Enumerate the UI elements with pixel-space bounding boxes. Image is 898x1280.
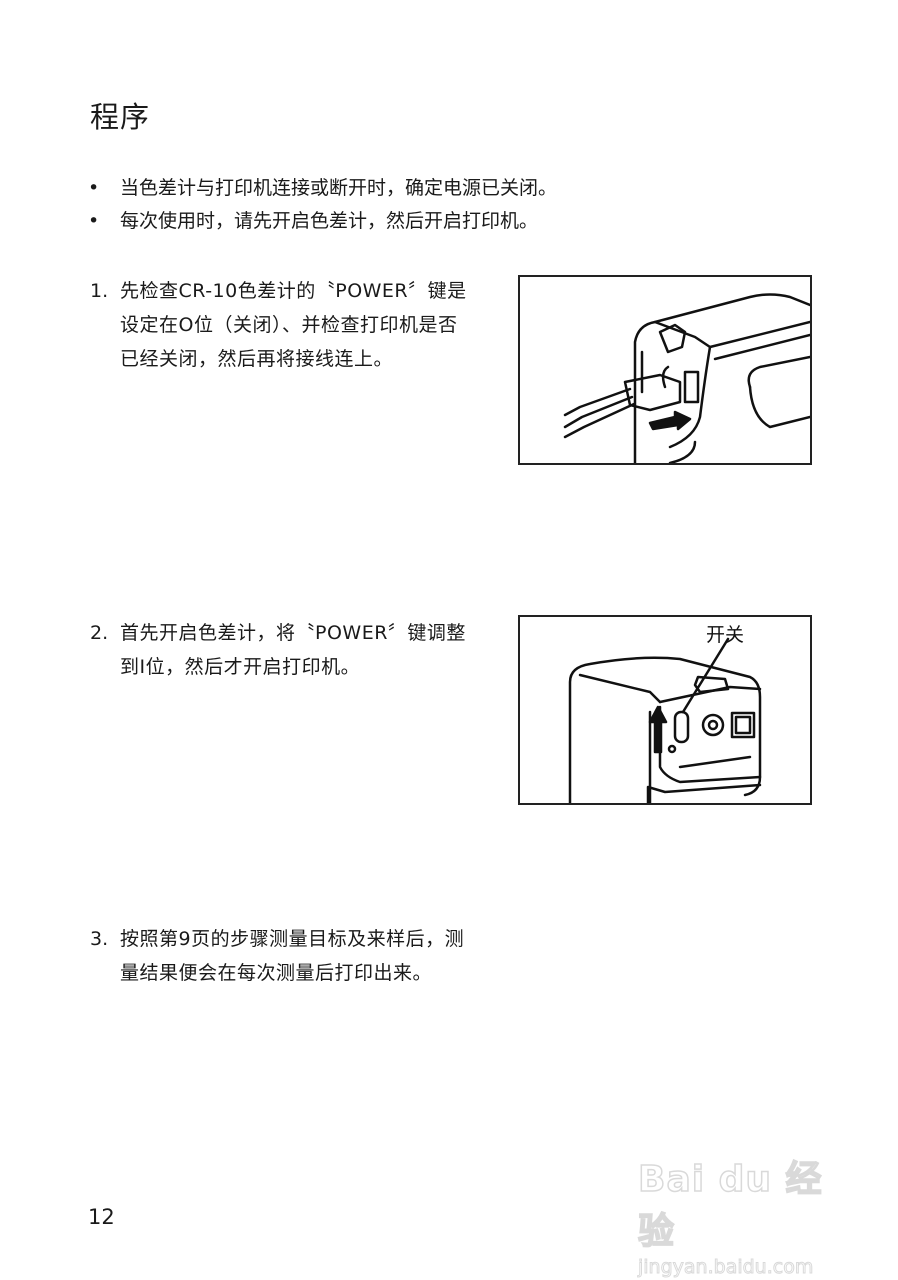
bullet-icon: •	[88, 210, 100, 232]
step-text: 先检查CR-10色差计的〝POWER〞键是设定在O位（关闭）、并检查打印机是否已…	[120, 280, 467, 370]
step-2: 2. 首先开启色差计，将〝POWER〞键调整到I位，然后才开启打印机。	[90, 616, 475, 684]
step-3: 3. 按照第9页的步骤测量目标及来样后，测量结果便会在每次测量后打印出来。	[90, 922, 475, 990]
notice-text: 每次使用时，请先开启色差计，然后开启打印机。	[120, 210, 539, 232]
switch-label: 开关	[706, 624, 744, 646]
step-number: 3.	[90, 928, 109, 950]
step-number: 2.	[90, 622, 109, 644]
notice-item: • 当色差计与打印机连接或断开时，确定电源已关闭。	[88, 172, 557, 205]
notice-text: 当色差计与打印机连接或断开时，确定电源已关闭。	[120, 177, 558, 199]
power-switch-illustration: 开关	[518, 615, 812, 805]
watermark-brand: Bai du 经验	[637, 1158, 823, 1253]
notice-item: • 每次使用时，请先开启色差计，然后开启打印机。	[88, 205, 557, 238]
page-title: 程序	[90, 100, 151, 134]
step-text: 按照第9页的步骤测量目标及来样后，测量结果便会在每次测量后打印出来。	[120, 928, 465, 984]
page-number: 12	[88, 1205, 115, 1229]
notice-list: • 当色差计与打印机连接或断开时，确定电源已关闭。 • 每次使用时，请先开启色差…	[88, 172, 557, 238]
baidu-watermark: Bai du 经验 jingyan.baidu.com	[637, 1150, 848, 1278]
step-1: 1. 先检查CR-10色差计的〝POWER〞键是设定在O位（关闭）、并检查打印机…	[90, 274, 475, 376]
cable-connection-illustration	[518, 275, 812, 465]
watermark-url: jingyan.baidu.com	[638, 1256, 814, 1279]
step-text: 首先开启色差计，将〝POWER〞键调整到I位，然后才开启打印机。	[120, 622, 466, 678]
bullet-icon: •	[88, 177, 100, 199]
step-number: 1.	[90, 280, 109, 302]
